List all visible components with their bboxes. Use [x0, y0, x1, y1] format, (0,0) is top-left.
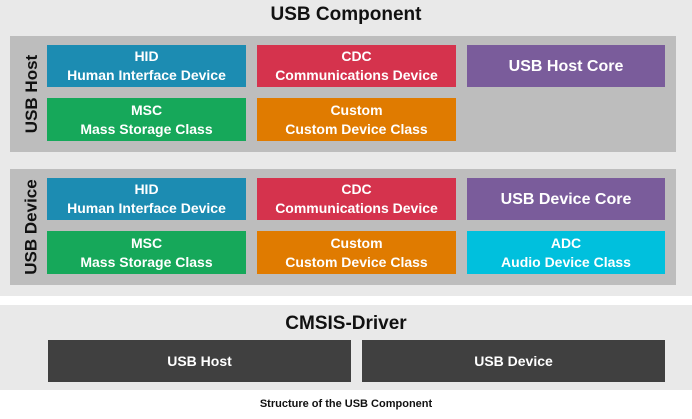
host-custom-desc: Custom Device Class	[285, 120, 428, 137]
driver-usb-host-box: USB Host	[48, 340, 351, 382]
device-custom-desc: Custom Device Class	[285, 253, 428, 270]
figure-caption: Structure of the USB Component	[259, 398, 433, 410]
host-hid-desc: Human Interface Device	[67, 67, 226, 83]
usb-device-core-box: USB Device Core	[467, 178, 665, 220]
host-cdc-desc: Communications Device	[275, 67, 438, 83]
usb-device-group: USB Device HID Human Interface Device CD…	[10, 169, 676, 285]
usb-component-panel: USB Component USB Host HID Human Interfa…	[0, 0, 692, 296]
host-hid-box: HID Human Interface Device	[47, 45, 246, 87]
device-cdc-box: CDC Communications Device	[257, 178, 456, 220]
host-cdc-name: CDC	[341, 48, 372, 64]
device-hid-box: HID Human Interface Device	[47, 178, 246, 220]
host-custom-box: Custom Custom Device Class	[257, 98, 456, 141]
device-cdc-name: CDC	[341, 181, 372, 197]
device-hid-name: HID	[134, 181, 159, 197]
cmsis-driver-title: CMSIS-Driver	[285, 313, 407, 334]
driver-usb-device-box: USB Device	[362, 340, 665, 382]
usb-component-title: USB Component	[270, 4, 422, 25]
device-msc-name: MSC	[130, 234, 163, 251]
driver-usb-device-label: USB Device	[474, 353, 553, 369]
device-msc-desc: Mass Storage Class	[80, 253, 213, 270]
driver-usb-host-label: USB Host	[167, 353, 232, 369]
cmsis-driver-panel: CMSIS-Driver USB Host USB Device	[0, 305, 692, 390]
host-msc-name: MSC	[130, 101, 163, 118]
host-hid-name: HID	[134, 48, 159, 64]
device-hid-desc: Human Interface Device	[67, 200, 226, 216]
usb-device-core-label: USB Device Core	[500, 190, 632, 208]
device-adc-box: ADC Audio Device Class	[467, 231, 665, 274]
host-custom-name: Custom	[330, 101, 383, 118]
device-cdc-desc: Communications Device	[275, 200, 438, 216]
usb-host-core-box: USB Host Core	[467, 45, 665, 87]
device-adc-name: ADC	[550, 234, 582, 251]
host-msc-desc: Mass Storage Class	[80, 120, 213, 137]
device-msc-box: MSC Mass Storage Class	[47, 231, 246, 274]
usb-host-group: USB Host HID Human Interface Device CDC …	[10, 36, 676, 152]
device-custom-name: Custom	[330, 234, 383, 251]
device-adc-desc: Audio Device Class	[501, 253, 631, 270]
device-custom-box: Custom Custom Device Class	[257, 231, 456, 274]
host-cdc-box: CDC Communications Device	[257, 45, 456, 87]
usb-host-core-label: USB Host Core	[508, 57, 624, 75]
host-msc-box: MSC Mass Storage Class	[47, 98, 246, 141]
